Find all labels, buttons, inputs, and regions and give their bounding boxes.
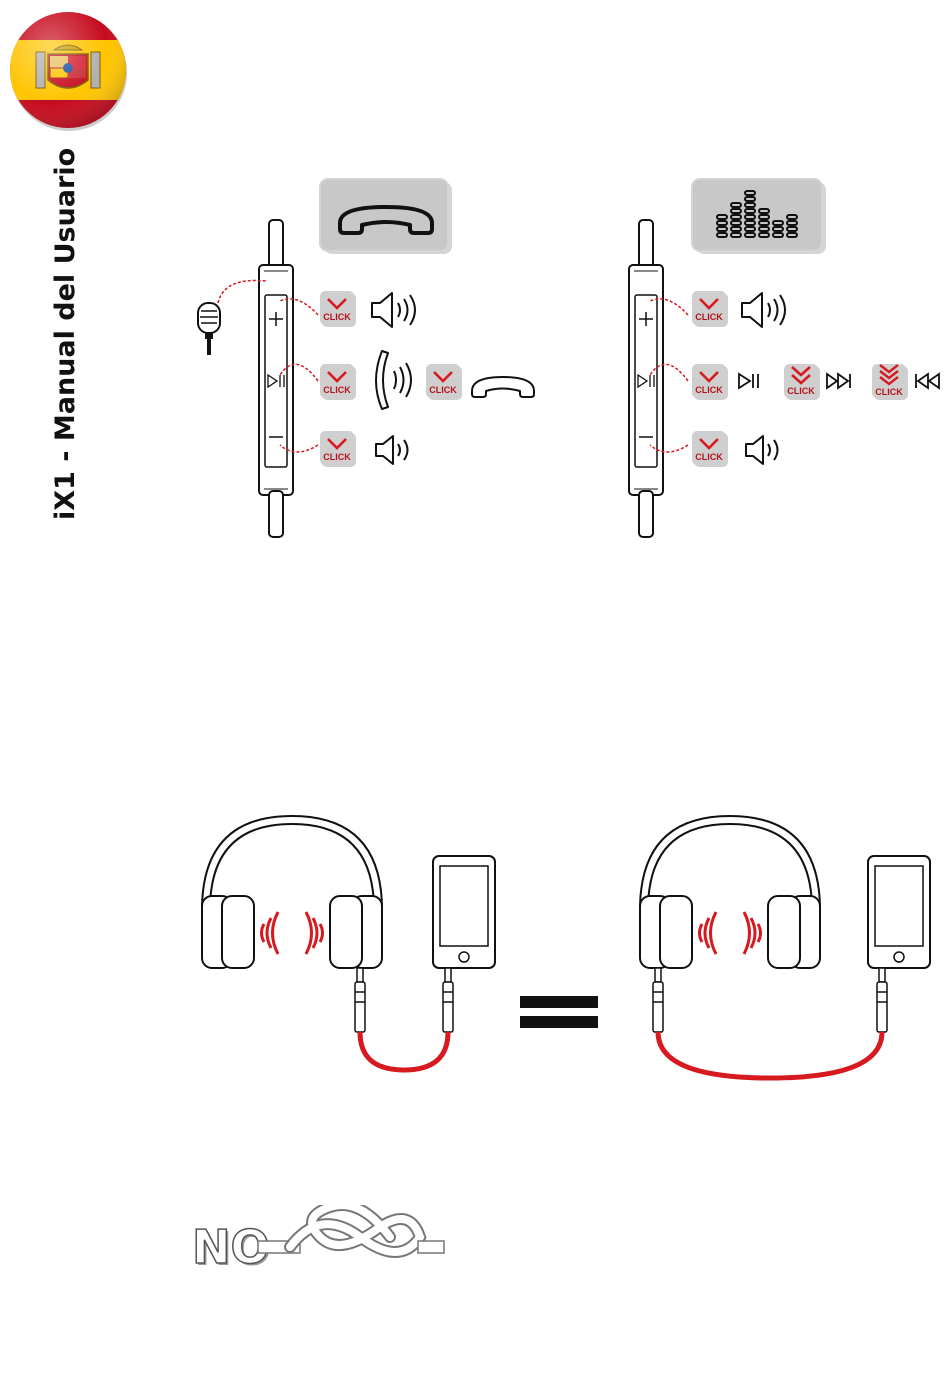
volume-up-icon [372,293,415,327]
svg-text:CLICK: CLICK [695,452,723,462]
hang-up-icon [472,377,534,397]
sound-waves-icon [262,912,323,954]
volume-down-icon [746,436,778,464]
svg-text:CLICK: CLICK [875,387,903,397]
answer-call-icon [376,351,411,409]
cable-illustration [190,810,940,1090]
svg-text:CLICK: CLICK [787,386,815,396]
phone-remote-diagram: CLICK CLICK CLICK [190,175,550,545]
click-badge: CLICK [320,364,356,400]
volume-down-icon [376,436,408,464]
spain-flag-icon [6,8,130,132]
headphones-icon [640,816,820,968]
double-click-badge: CLICK [784,364,820,400]
svg-text:CLICK: CLICK [429,385,457,395]
svg-text:CLICK: CLICK [695,312,723,322]
click-badge: CLICK [320,431,356,467]
triple-click-badge: CLICK [872,364,908,400]
short-cable [360,1032,448,1070]
inline-remote [259,220,293,537]
svg-text:CLICK: CLICK [323,385,351,395]
equals-sign [520,996,598,1028]
click-badge: CLICK [692,431,728,467]
phone-mode-panel [320,179,452,254]
click-badge: CLICK [320,291,356,327]
headphones-icon [202,816,382,968]
document-title: iX1 - Manual del Usuario [46,160,86,520]
microphone-icon [198,303,220,355]
click-badge: CLICK [692,364,728,400]
volume-up-icon [742,293,785,327]
smartphone-icon [868,856,930,968]
smartphone-icon [433,856,495,968]
svg-text:CLICK: CLICK [323,312,351,322]
long-cable [658,1032,882,1078]
audio-plug [653,968,887,1032]
inline-remote [629,220,663,537]
previous-track-icon [916,374,939,388]
click-badge: CLICK [426,364,462,400]
music-remote-diagram: CLICK CLICK CLICK [560,175,948,545]
next-track-icon [827,374,850,388]
no-knot-warning: NO NO [190,1205,460,1285]
click-badge: CLICK [692,291,728,327]
svg-text:CLICK: CLICK [695,385,723,395]
play-pause-icon [739,374,758,388]
audio-plug [355,968,453,1032]
sound-waves-icon [700,912,761,954]
cable-knot-icon [258,1205,444,1253]
svg-text:CLICK: CLICK [323,452,351,462]
